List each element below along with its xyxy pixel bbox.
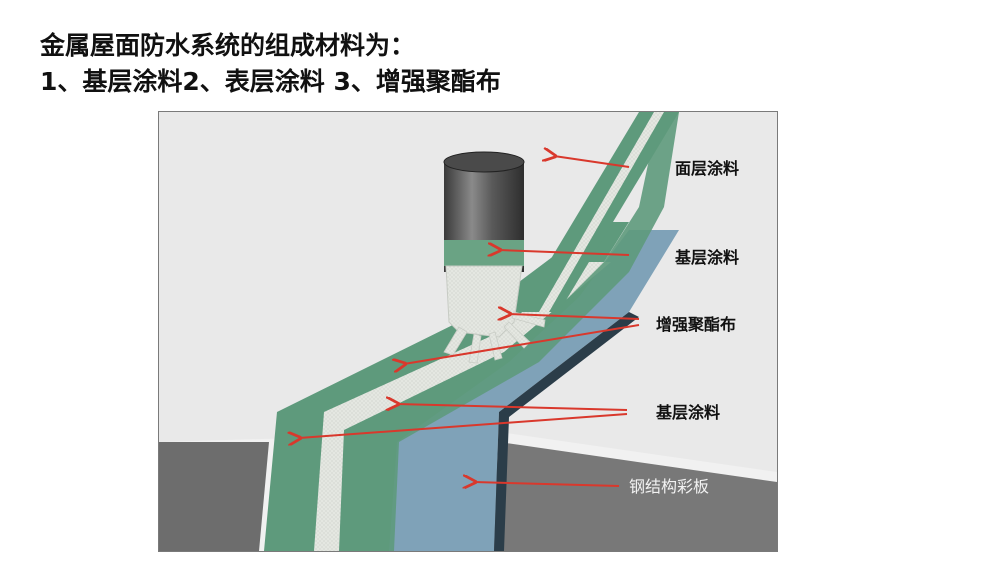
upper-fabric-strip — [539, 112, 664, 312]
roof-waterproofing-diagram: 面层涂料 基层涂料 增强聚酯布 基层涂料 钢结构彩板 — [158, 111, 778, 552]
label-top-coating: 面层涂料 — [675, 159, 739, 178]
label-polyester: 增强聚酯布 — [656, 315, 736, 334]
roof-side-left — [159, 442, 269, 551]
label-steel-panel: 钢结构彩板 — [629, 477, 709, 496]
label-base-coating-upper: 基层涂料 — [674, 248, 739, 267]
arrow-polyester-pipe — [509, 314, 640, 319]
title-line-2: 1、基层涂料2、表层涂料 3、增强聚酯布 — [40, 67, 501, 96]
title-line-1: 金属屋面防水系统的组成材料为： — [40, 31, 416, 60]
arrow-base-coating-upper — [499, 250, 630, 255]
fabric-strip-lower — [314, 262, 611, 551]
roof-side-right — [489, 442, 777, 551]
label-base-coating-lower: 基层涂料 — [655, 403, 720, 422]
arrow-polyester-band — [404, 324, 640, 364]
top-coating-band — [359, 112, 679, 551]
pipe-green-band — [444, 240, 524, 266]
arrow-top-coating — [554, 156, 630, 168]
pipe-top — [443, 151, 525, 173]
arrow-steel-panel — [474, 482, 620, 486]
arrow-base-coating-lower-a — [397, 404, 628, 410]
steel-panel-strip — [389, 230, 679, 551]
arrow-base-coating-lower-b — [299, 413, 628, 438]
